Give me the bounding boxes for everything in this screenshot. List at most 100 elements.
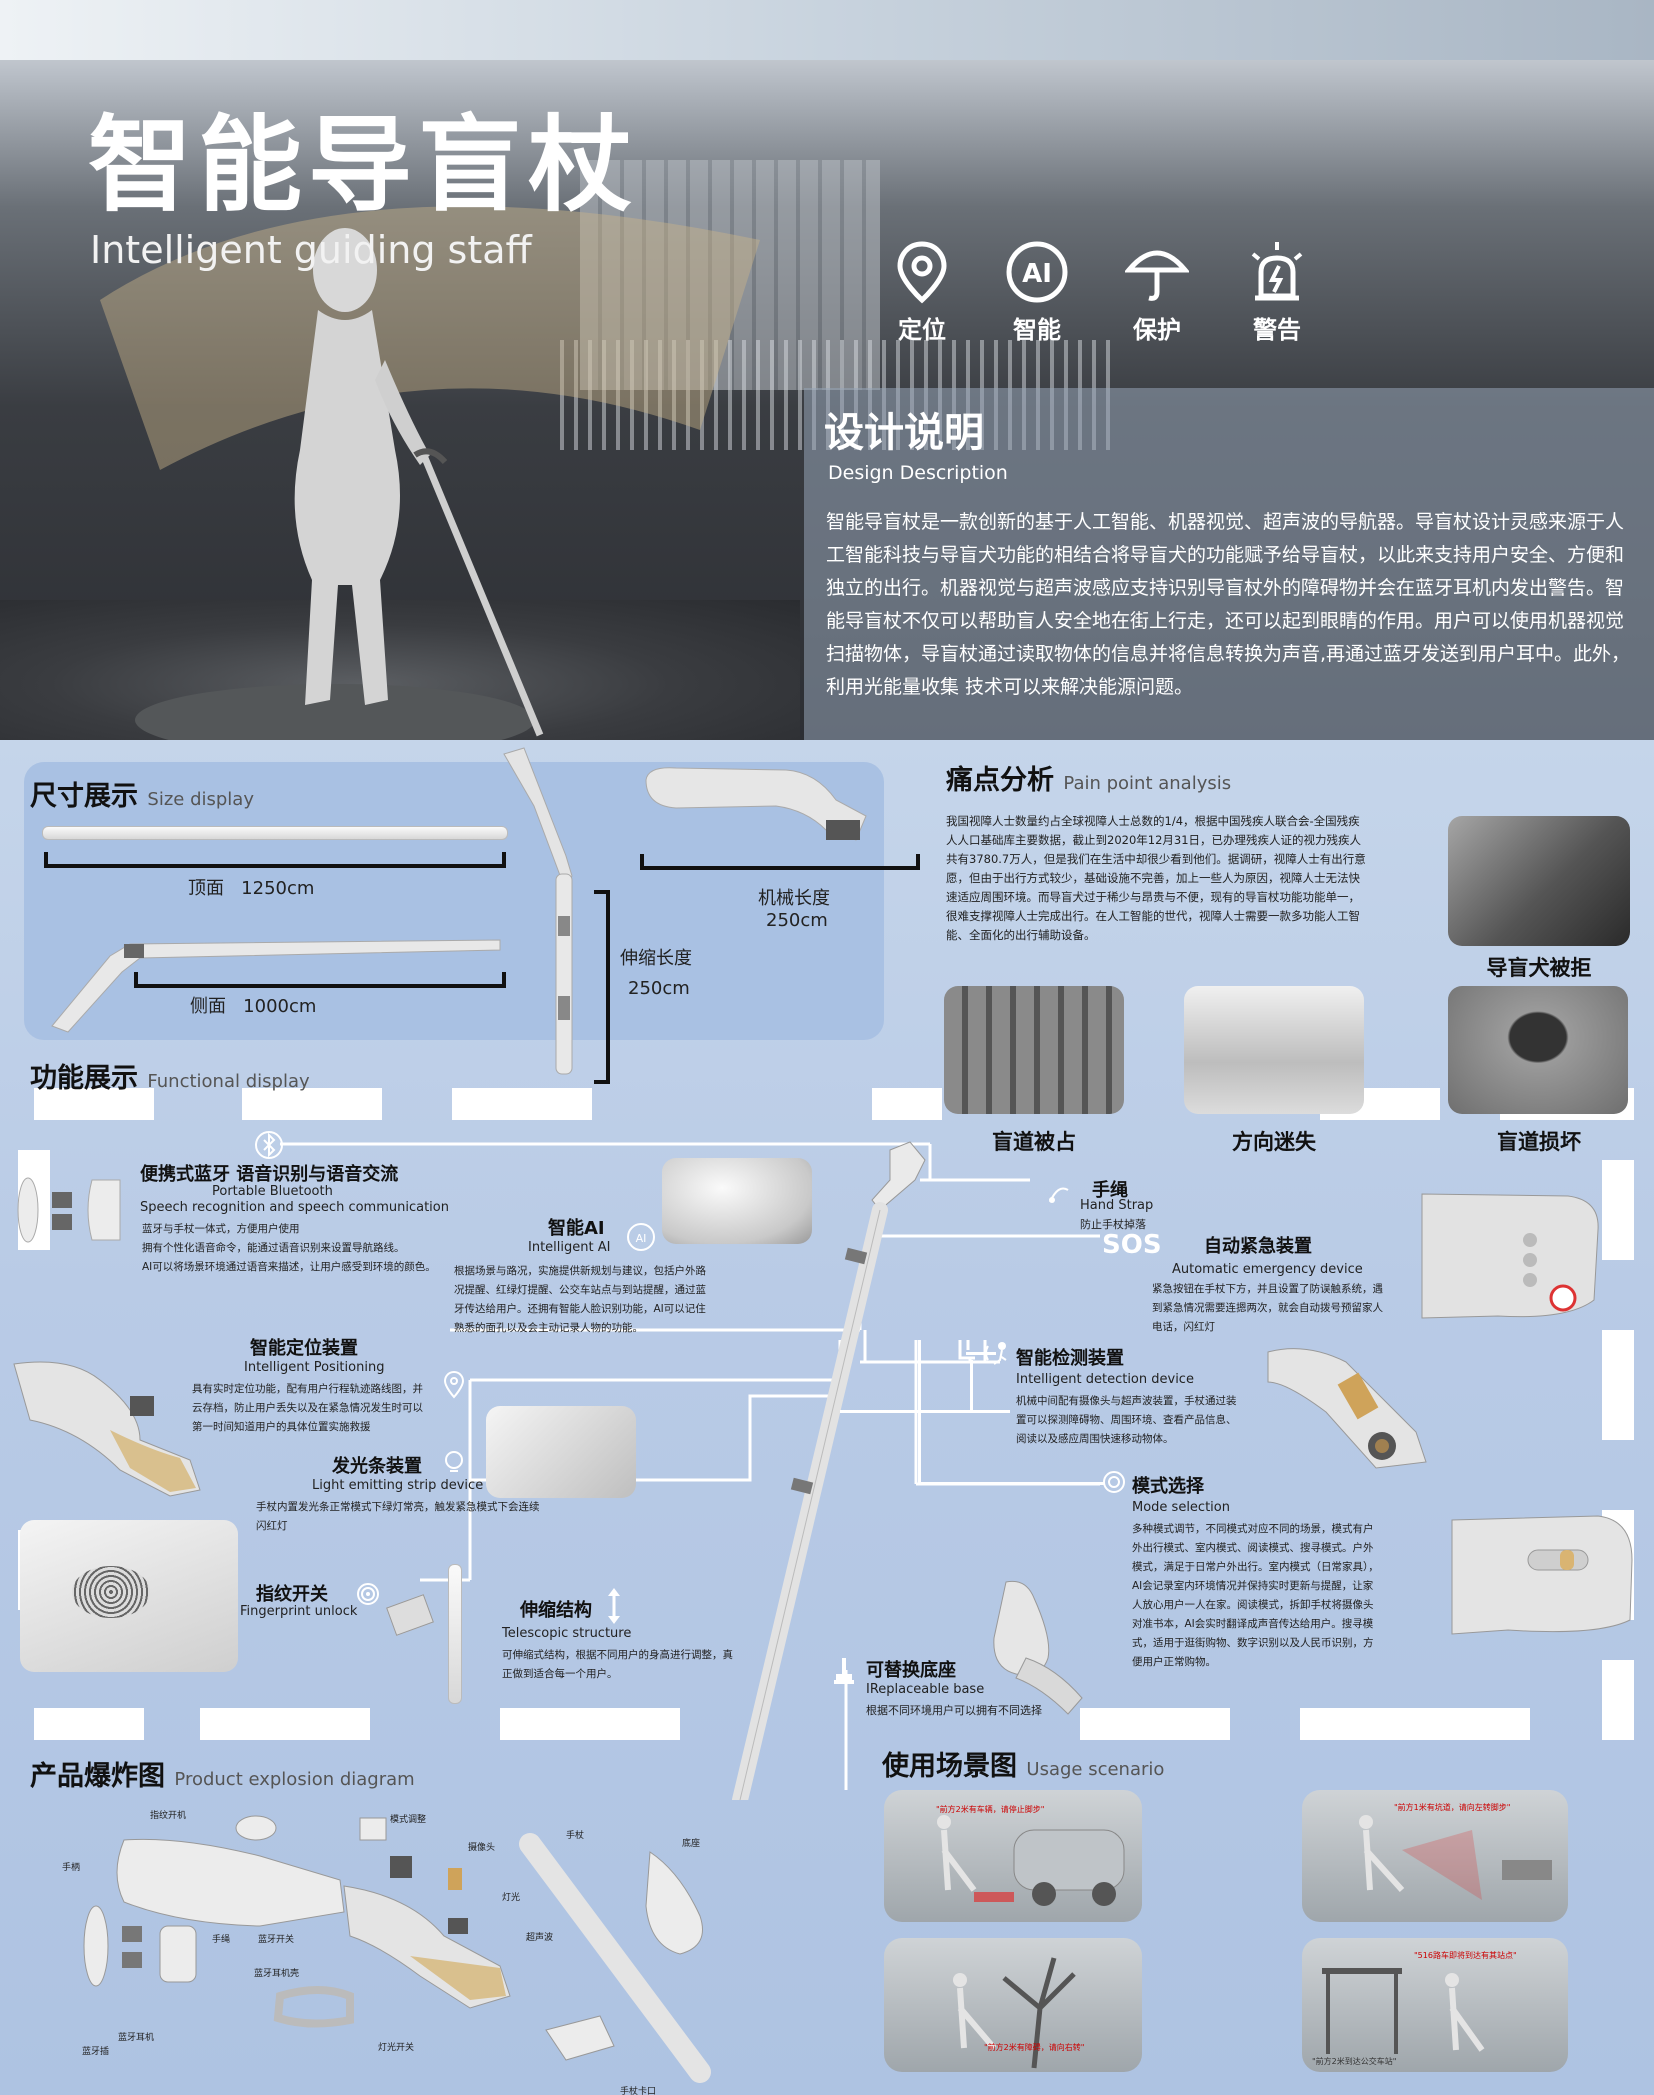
mech-value: 250cm <box>766 910 828 931</box>
scenario-tree-illustration <box>953 1957 1076 2069</box>
cane-handle-view <box>645 767 867 841</box>
detection-en: Intelligent detection device <box>1016 1372 1194 1387</box>
bluetooth-earpiece-render <box>17 1177 121 1243</box>
feature-ai: AI 智能 <box>992 240 1082 345</box>
side-dimension-bracket <box>134 972 506 988</box>
telescopic-en: Telescopic structure <box>502 1626 632 1641</box>
callout-line <box>840 1410 1010 1413</box>
scenario-pit-illustration <box>1359 1815 1552 1900</box>
explosion-label: 灯光开关 <box>378 2043 415 2053</box>
replaceable-base-render <box>993 1580 1083 1715</box>
function-section-title: 功能展示 Functional display <box>30 1056 310 1095</box>
hero-banner: 智能导盲杖 Intelligent guiding staff 定位 AI 智能… <box>0 0 1654 740</box>
path-dash <box>242 1088 382 1120</box>
side-dimension-label: 侧面 1000cm <box>190 996 317 1017</box>
path-dash <box>1080 1708 1230 1740</box>
fingerprint-en: Fingerprint unlock <box>240 1604 358 1619</box>
usage-title: 使用场景图 <box>882 1751 1017 1782</box>
location-small-icon <box>443 1370 465 1399</box>
design-subtitle: Design Description <box>828 462 1008 484</box>
scenario-bubble: "前方1米有坑道，请向左转脚步" <box>1394 1803 1511 1812</box>
explosion-label: 蓝牙耳机壳 <box>254 1969 300 1979</box>
mode-switch-render <box>1451 1515 1633 1635</box>
telescopic-dimension-bracket <box>594 890 610 1084</box>
path-dash <box>452 1088 592 1120</box>
blind-path-occupied-photo <box>944 986 1124 1114</box>
light-title: 发光条装置 <box>332 1456 422 1477</box>
feature-location: 定位 <box>877 240 967 345</box>
callout-line <box>970 1360 973 1410</box>
mode-desc: 多种模式调节，不同模式对应不同的场景，模式有户外出行模式、室内模式、阅读模式、搜… <box>1132 1523 1379 1668</box>
size-display-panel <box>24 762 884 1040</box>
pain-subtitle: Pain point analysis <box>1063 773 1232 794</box>
explosion-label: 指纹开机 <box>150 1811 187 1821</box>
strap-title: 手绳 <box>1092 1180 1128 1201</box>
svg-text:AI: AI <box>1022 259 1052 289</box>
positioning-handle-render <box>13 1361 201 1497</box>
guide-dog-rejected-photo <box>1448 816 1630 946</box>
explosion-label: 摄像头 <box>468 1843 496 1853</box>
pain-caption: 盲道损坏 <box>1497 1130 1581 1154</box>
bluetooth-desc: 蓝牙与手杖一体式，方便用户使用 拥有个性化语音命令，能通过语音识别来设置导航路线… <box>142 1223 436 1273</box>
base-en: IReplaceable base <box>866 1682 985 1697</box>
hand-strap-icon <box>1049 1187 1069 1203</box>
sos-title: 自动紧急装置 <box>1204 1236 1312 1257</box>
detection-desc: 机械中间配有摄像头与超声波装置，手杖通过装置可以探测障碍物、周围环境、查看产品信… <box>1016 1395 1237 1445</box>
function-subtitle: Functional display <box>147 1071 310 1092</box>
callout-line <box>918 1482 1104 1485</box>
explosion-label: 蓝牙插 <box>82 2047 110 2057</box>
pain-caption: 方向迷失 <box>1232 1130 1316 1154</box>
pain-section-title: 痛点分析 Pain point analysis <box>946 758 1231 797</box>
positioning-desc: 具有实时定位功能，配有用户行程轨迹路线图，并云存档，防止用户丢失以及在紧急情况发… <box>192 1383 423 1433</box>
explosion-diagram <box>83 1815 711 2083</box>
path-dash <box>872 1088 942 1120</box>
detection-title: 智能检测装置 <box>1016 1348 1124 1369</box>
ai-head-render <box>662 1158 812 1244</box>
explosion-label: 底座 <box>682 1839 701 1849</box>
detection-device-render <box>1267 1348 1427 1469</box>
scenario-car: "前方2米有车辆，请停止脚步" <box>884 1790 1142 1922</box>
scenario-busstop: "516路车即将到达有其站点" "前方2米到达公交车站" <box>1302 1938 1568 2072</box>
path-dash <box>500 1708 680 1740</box>
alarm-icon <box>1251 242 1303 301</box>
scenario-tree: "前方2米有障碍，请向右转" <box>884 1938 1142 2072</box>
ai-small-icon: AI <box>627 1223 655 1251</box>
design-body: 智能导盲杖是一款创新的基于人工智能、机器视觉、超声波的导航器。导盲杖设计灵感来源… <box>826 511 1631 698</box>
lightbulb-icon <box>445 1451 463 1472</box>
top-dimension-bracket <box>44 852 506 868</box>
design-description-panel <box>804 388 1654 740</box>
cane-side-view <box>51 939 501 1033</box>
positioning-title: 智能定位装置 <box>250 1338 358 1359</box>
path-dash <box>1602 1330 1634 1440</box>
poster-subtitle: Intelligent guiding staff <box>90 228 532 272</box>
explosion-section-title: 产品爆炸图 Product explosion diagram <box>30 1754 415 1793</box>
explosion-label: 灯光 <box>502 1893 521 1903</box>
callout-line <box>918 1340 921 1482</box>
sos-handle-render <box>1421 1193 1599 1319</box>
explosion-label: 手杖卡口 <box>620 2087 657 2095</box>
explosion-label: 超声波 <box>526 1933 554 1943</box>
sos-desc: 紧急按钮在手杖下方，并且设置了防误触系统，遇到紧急情况需要连摁两次，就会自动拨号… <box>1152 1283 1383 1333</box>
base-icon <box>834 1658 854 1684</box>
scenario-busstop-illustration <box>1322 1968 1485 2054</box>
callout-line <box>966 1352 996 1355</box>
telescopic-label: 伸缩长度 <box>620 948 692 969</box>
path-dash <box>1602 1660 1634 1740</box>
size-subtitle: Size display <box>147 789 254 810</box>
usage-subtitle: Usage scenario <box>1026 1759 1165 1780</box>
mech-label: 机械长度 <box>758 888 830 909</box>
ai-desc: 根据场景与路况，实施提供新规划与建议，包括户外路况提醒、红绿灯提醒、公交车站点与… <box>454 1265 706 1334</box>
telescopic-value: 250cm <box>628 978 690 999</box>
strap-desc: 防止手杖掉落 <box>1080 1218 1146 1231</box>
bluetooth-en1: Portable Bluetooth <box>212 1184 333 1199</box>
positioning-en: Intelligent Positioning <box>244 1360 385 1375</box>
feature-label: 智能 <box>1013 316 1061 344</box>
mode-en: Mode selection <box>1132 1500 1230 1515</box>
ai-title: 智能AI <box>548 1218 605 1239</box>
poster-title: 智能导盲杖 <box>88 104 639 226</box>
pain-caption: 盲道被占 <box>992 1130 1076 1154</box>
explosion-label: 模式调整 <box>390 1815 427 1825</box>
explosion-label: 蓝牙耳机 <box>118 2033 155 2043</box>
bluetooth-title: 便携式蓝牙 语音识别与语音交流 <box>140 1164 399 1185</box>
feature-label: 警告 <box>1253 316 1301 344</box>
